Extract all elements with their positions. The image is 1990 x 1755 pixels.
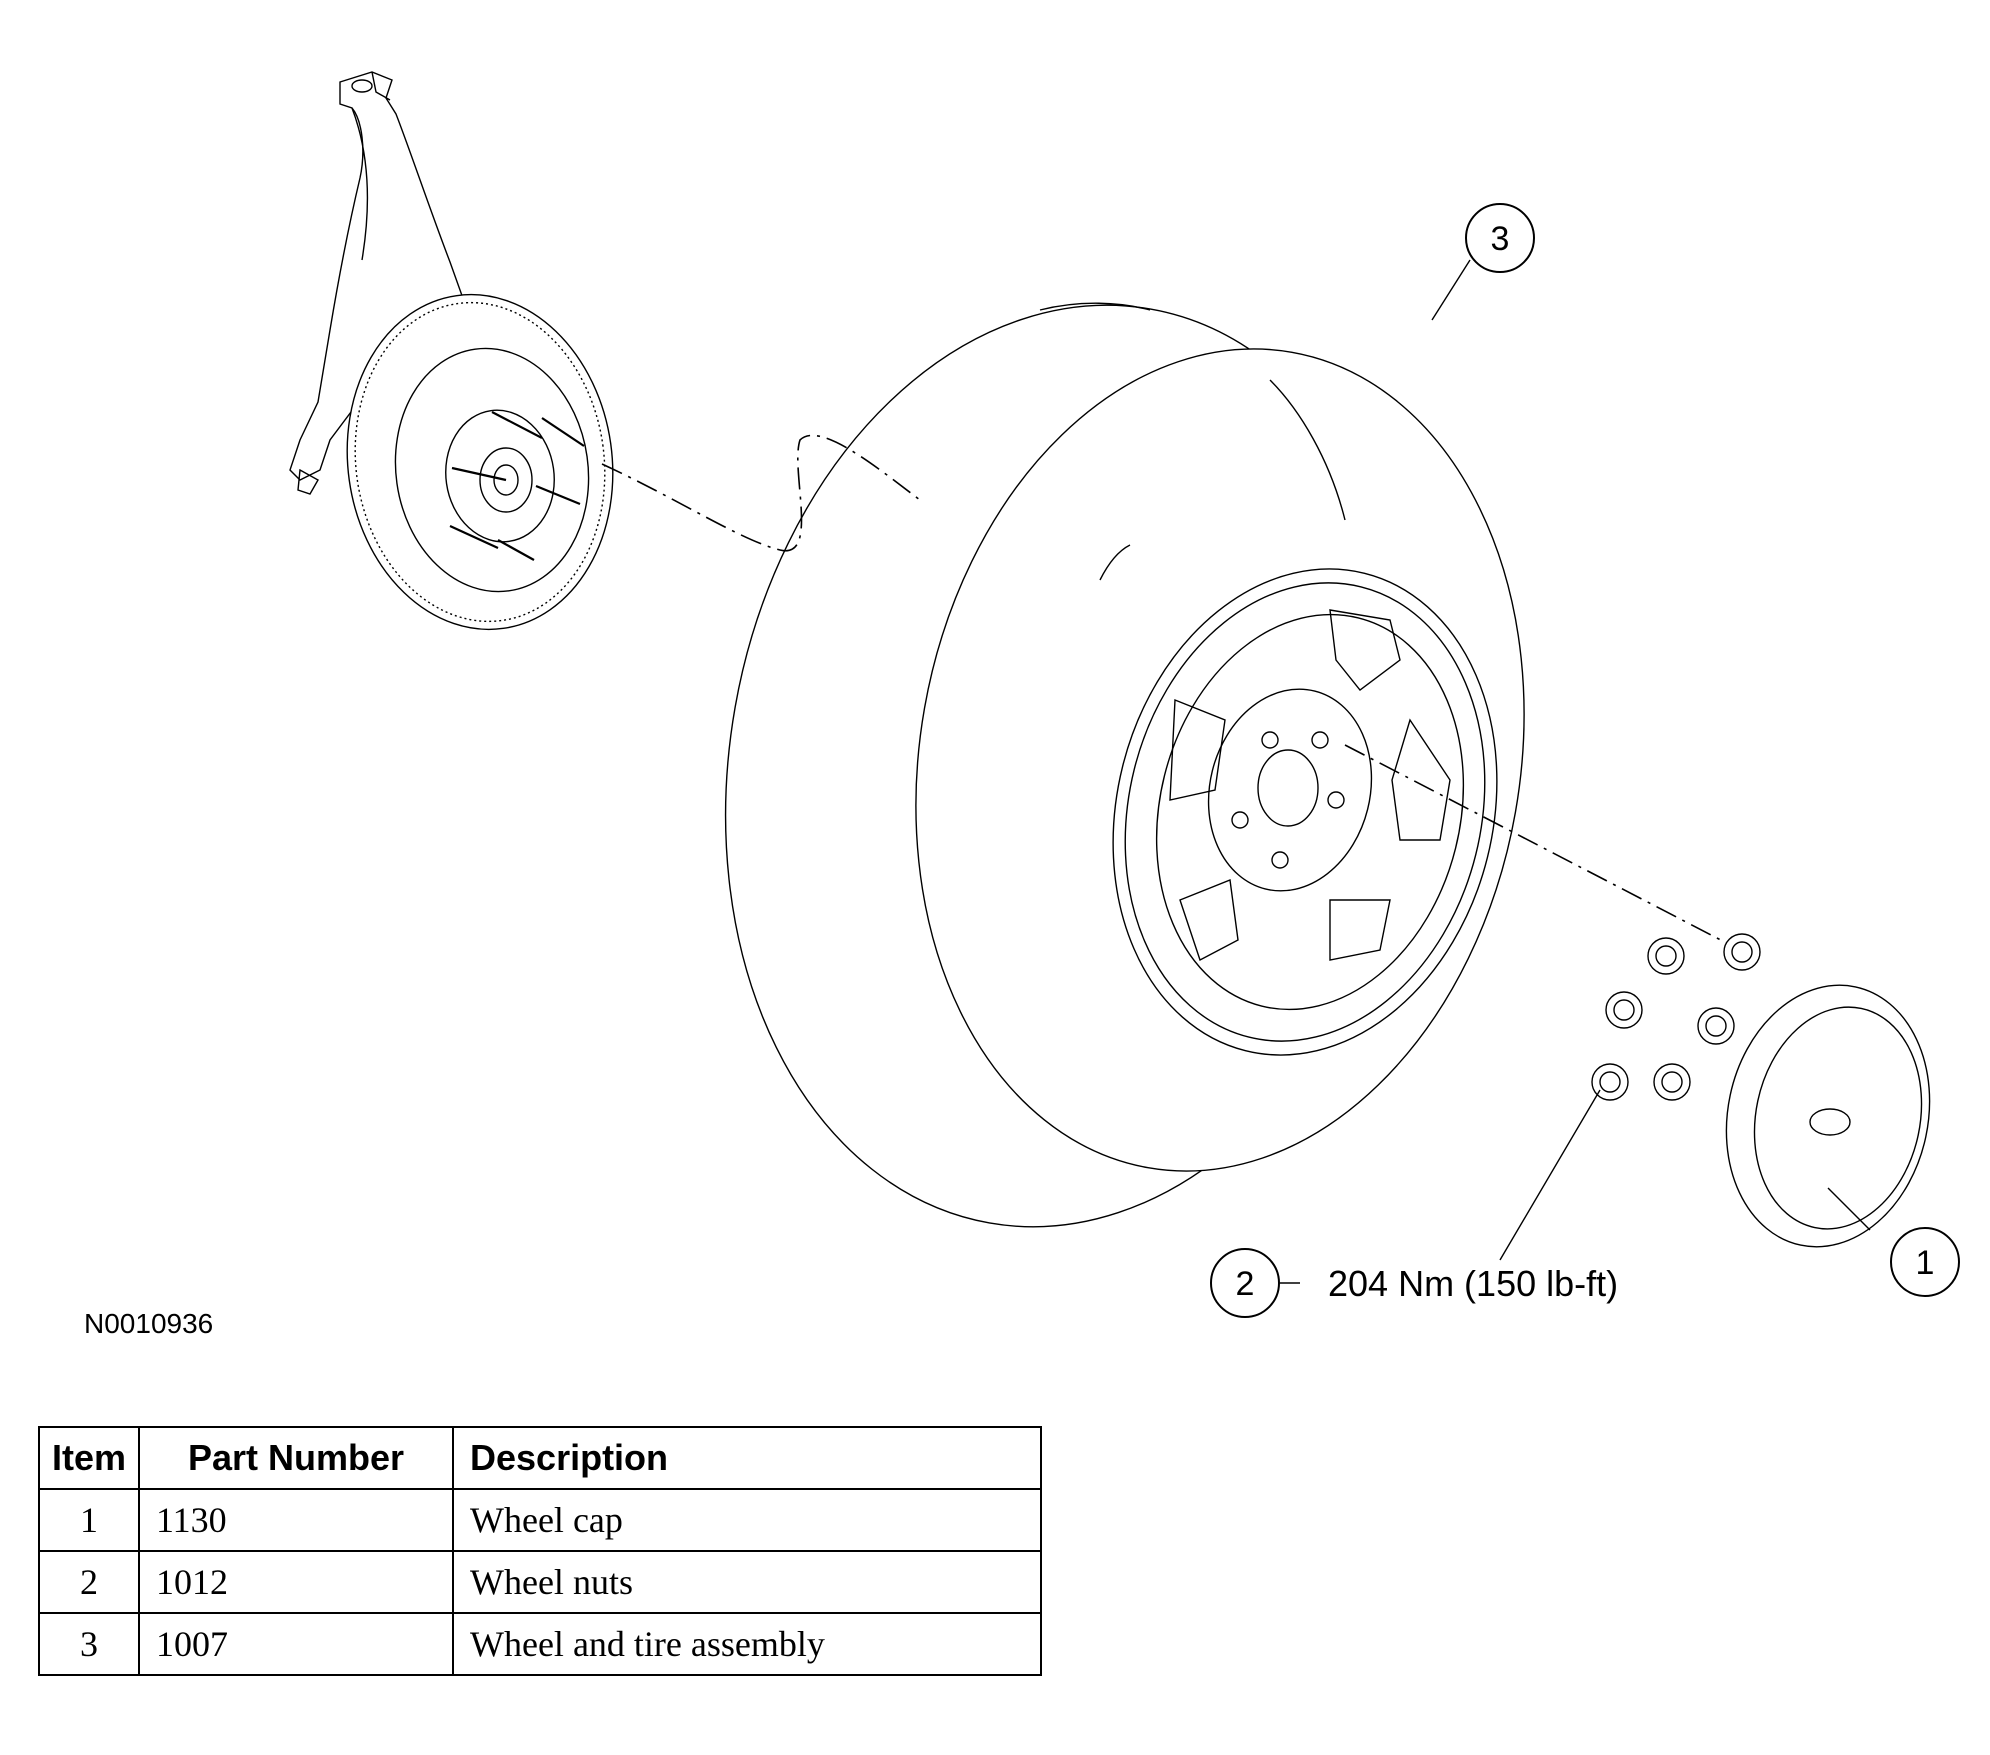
header-item: Item <box>38 1426 140 1490</box>
item-cell: 1 <box>38 1488 140 1552</box>
header-description: Description <box>452 1426 1042 1490</box>
table-header-row: Item Part Number Description <box>38 1426 1042 1490</box>
callout-3: 3 <box>1465 203 1535 273</box>
callout-1: 1 <box>1890 1227 1960 1297</box>
alignment-line-tire-to-nuts <box>1344 744 1741 951</box>
description-cell: Wheel cap <box>452 1488 1042 1552</box>
torque-spec: 204 Nm (150 lb-ft) <box>1328 1263 1618 1304</box>
brake-rotor-hub <box>346 293 614 631</box>
part-number-cell: 1007 <box>138 1612 454 1676</box>
exploded-view-illustration: 3 2 1 204 Nm (150 lb-ft) <box>289 71 1960 1318</box>
leader-line-1 <box>1827 1187 1871 1231</box>
part-number-cell: 1130 <box>138 1488 454 1552</box>
callout-2: 2 <box>1210 1248 1280 1318</box>
parts-table: Item Part Number Description 1 1130 Whee… <box>38 1426 1042 1676</box>
figure-id: N0010936 <box>84 1308 214 1339</box>
item-cell: 2 <box>38 1550 140 1614</box>
part-number-cell: 1012 <box>138 1550 454 1614</box>
description-cell: Wheel nuts <box>452 1550 1042 1614</box>
steering-knuckle <box>289 71 471 495</box>
leader-line-3 <box>1431 259 1471 321</box>
callout-2-label: 2 <box>1236 1265 1255 1303</box>
table-row: 1 1130 Wheel cap <box>38 1488 1042 1552</box>
callout-3-label: 3 <box>1491 220 1510 258</box>
wheel-rim <box>1112 568 1498 1056</box>
wheel-cap <box>1725 984 1931 1248</box>
wheel-nuts <box>1591 933 1761 1101</box>
callout-1-label: 1 <box>1916 1244 1935 1282</box>
leader-line-2 <box>1499 1089 1601 1261</box>
table-row: 2 1012 Wheel nuts <box>38 1550 1042 1614</box>
header-part-number: Part Number <box>138 1426 454 1490</box>
item-cell: 3 <box>38 1612 140 1676</box>
alignment-line-hub-to-tire <box>601 434 921 552</box>
table-row: 3 1007 Wheel and tire assembly <box>38 1612 1042 1676</box>
description-cell: Wheel and tire assembly <box>452 1612 1042 1676</box>
